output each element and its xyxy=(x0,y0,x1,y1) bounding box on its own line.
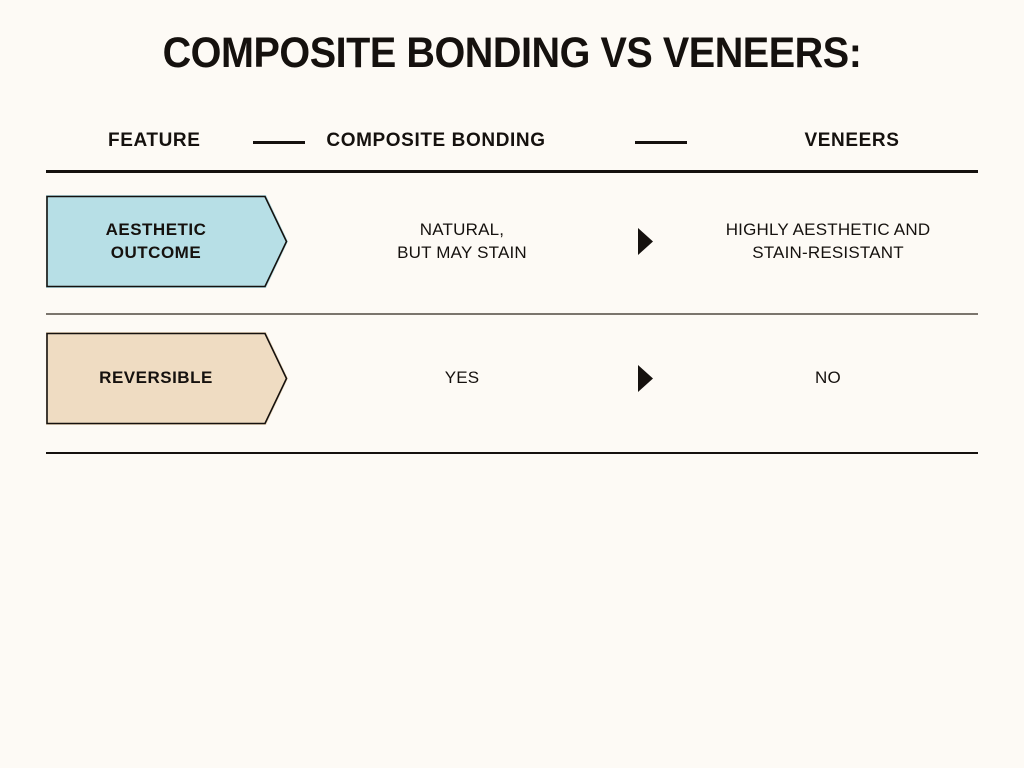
header-dash-left xyxy=(253,141,305,144)
feature-tag-reversible xyxy=(46,332,288,425)
row-divider xyxy=(46,313,978,315)
table-bottom-rule xyxy=(46,452,978,454)
cell-composite-bonding: YES xyxy=(444,368,480,388)
cell-veneers: NO xyxy=(815,368,841,388)
cell-composite-bonding: NATURAL, BUT MAY STAIN xyxy=(397,219,527,262)
triangle-right-icon xyxy=(636,332,656,425)
triangle-right-icon xyxy=(636,195,656,288)
header-dash-right xyxy=(635,141,687,144)
column-header-composite-bonding: COMPOSITE BONDING xyxy=(326,130,546,151)
page-title: COMPOSITE BONDING VS VENEERS: xyxy=(162,29,862,77)
column-header-veneers: VENEERS xyxy=(804,130,900,151)
column-header-feature: FEATURE xyxy=(108,130,201,151)
feature-tag-outline xyxy=(46,195,288,288)
table-row: AESTHETIC OUTCOME NATURAL, BUT MAY STAIN… xyxy=(0,195,1024,291)
feature-tag-outline xyxy=(46,332,288,425)
header-rule xyxy=(46,170,978,173)
cell-veneers: HIGHLY AESTHETIC AND STAIN-RESISTANT xyxy=(725,219,931,262)
table-header: FEATURE COMPOSITE BONDING VENEERS xyxy=(46,124,978,160)
feature-tag-aesthetic-outcome xyxy=(46,195,288,288)
table-row: REVERSIBLE YES NO xyxy=(0,332,1024,427)
